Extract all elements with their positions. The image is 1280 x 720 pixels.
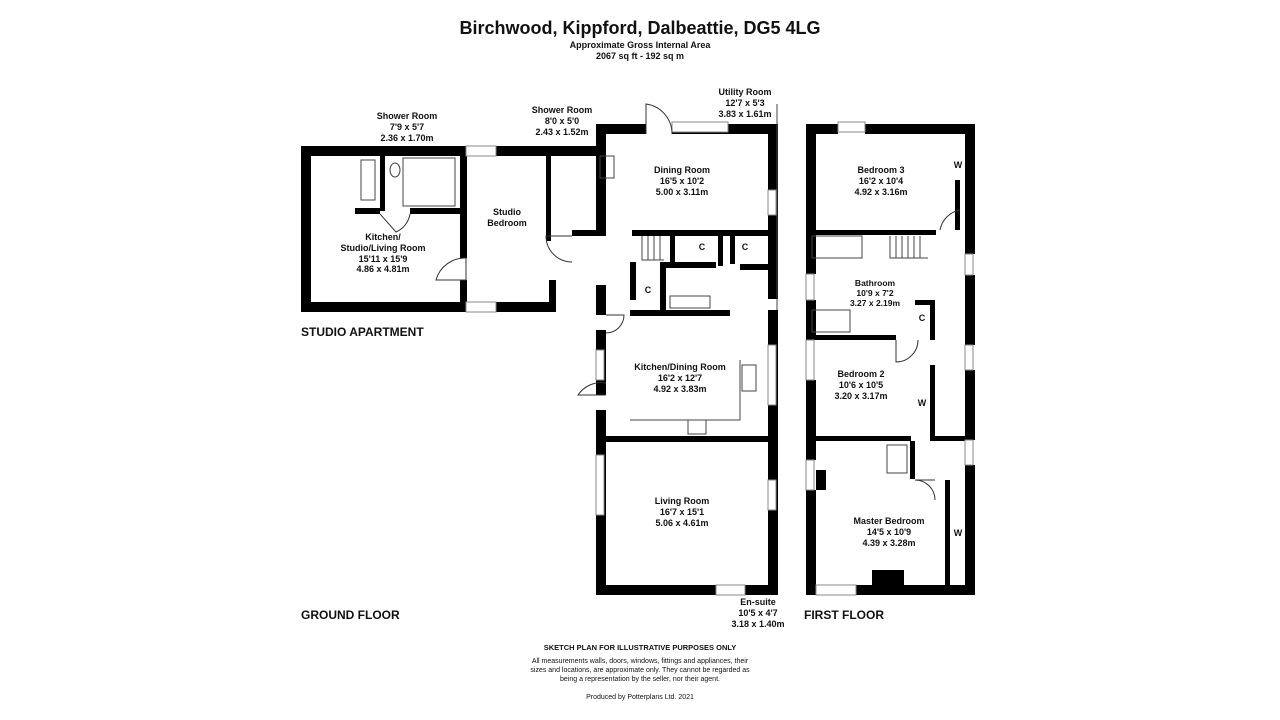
wardrobe-marker: W bbox=[953, 160, 963, 170]
disclaimer-line: All measurements walls, doors, windows, … bbox=[531, 658, 749, 665]
cupboard-marker: C bbox=[698, 242, 706, 252]
plan-title: Birchwood, Kippford, Dalbeattie, DG5 4LG bbox=[459, 18, 821, 38]
disclaimer-heading: SKETCH PLAN FOR ILLUSTRATIVE PURPOSES ON… bbox=[543, 643, 737, 652]
area-label: Approximate Gross Internal Area bbox=[569, 40, 711, 50]
floor-label-studio: STUDIO APARTMENT bbox=[301, 325, 424, 339]
cupboard-marker: C bbox=[918, 313, 926, 323]
floor-label-ground: GROUND FLOOR bbox=[301, 608, 400, 622]
disclaimer-line: being a representation by the seller, no… bbox=[560, 676, 720, 683]
disclaimer-line: sizes and locations, are approximate onl… bbox=[530, 667, 750, 674]
fixtures bbox=[360, 104, 928, 474]
cupboard-marker: C bbox=[741, 242, 749, 252]
producer-credit: Produced by Potterplans Ltd. 2021 bbox=[586, 694, 694, 701]
windows bbox=[465, 121, 974, 596]
walls bbox=[301, 124, 975, 595]
area-value: 2067 sq ft - 192 sq m bbox=[595, 51, 685, 61]
door-swings bbox=[379, 103, 961, 501]
cupboard-marker: C bbox=[644, 285, 652, 295]
floor-label-first: FIRST FLOOR bbox=[804, 608, 884, 622]
wardrobe-marker: W bbox=[953, 528, 963, 538]
wardrobe-marker: W bbox=[917, 398, 927, 408]
